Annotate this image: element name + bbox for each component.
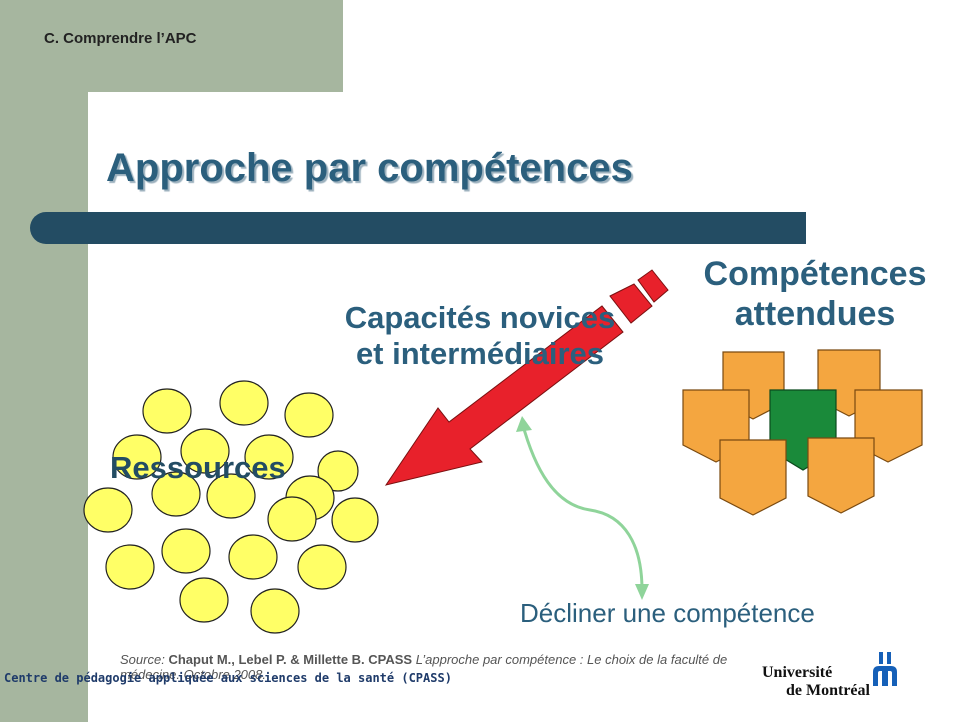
resource-circle	[284, 392, 334, 438]
decline-arrowhead	[516, 416, 532, 432]
resource-circle	[151, 471, 201, 517]
source-citation: Source: Chaput M., Lebel P. & Millette B…	[120, 652, 740, 682]
resource-circle	[180, 428, 230, 474]
decline-arrowhead	[635, 584, 649, 600]
header-band	[0, 0, 343, 92]
resource-circle	[112, 434, 162, 480]
resource-circle	[206, 473, 256, 519]
competency-shape	[807, 437, 875, 514]
resource-circle	[228, 534, 278, 580]
resource-circle	[317, 450, 359, 492]
resource-circle	[267, 496, 317, 542]
udem-emblem-icon	[873, 652, 897, 686]
competency-shape	[719, 439, 787, 516]
resource-circle	[142, 388, 192, 434]
source-label: Source:	[120, 652, 165, 667]
resource-circle	[331, 497, 379, 543]
resource-circle	[244, 434, 294, 480]
competencies-cluster	[682, 349, 923, 516]
university-name-line2: de Montréal	[786, 682, 870, 699]
sidebar-band	[0, 0, 88, 722]
progression-arrow	[384, 269, 669, 486]
resources-cluster	[83, 380, 379, 634]
decline-competency-label: Décliner une compétence	[520, 598, 815, 628]
section-label: C. Comprendre l’APC	[44, 30, 197, 47]
title-underline-bar	[30, 212, 806, 244]
resource-circle	[219, 380, 269, 426]
resource-circle	[179, 577, 229, 623]
centre-name: Centre de pédagogie appliquée aux scienc…	[4, 671, 452, 685]
resource-circle	[105, 544, 155, 590]
university-logo: Université de Montréal	[760, 652, 920, 702]
capacities-label: Capacités novices et intermédiaires	[344, 300, 616, 371]
resources-label: Ressources	[110, 450, 286, 485]
slide-title: Approche par compétences	[106, 146, 633, 190]
expected-competencies-label: Compétences attendues	[703, 255, 927, 333]
university-name-line1: Université	[762, 664, 833, 681]
resource-circle	[83, 487, 133, 533]
resource-circle	[297, 544, 347, 590]
resource-circle	[161, 528, 211, 574]
source-authors: Chaput M., Lebel P. & Millette B. CPASS	[168, 652, 413, 667]
decline-arrow	[520, 421, 644, 591]
resource-circle	[250, 588, 300, 634]
source-title: L’approche par compétence : Le choix de …	[120, 652, 728, 682]
